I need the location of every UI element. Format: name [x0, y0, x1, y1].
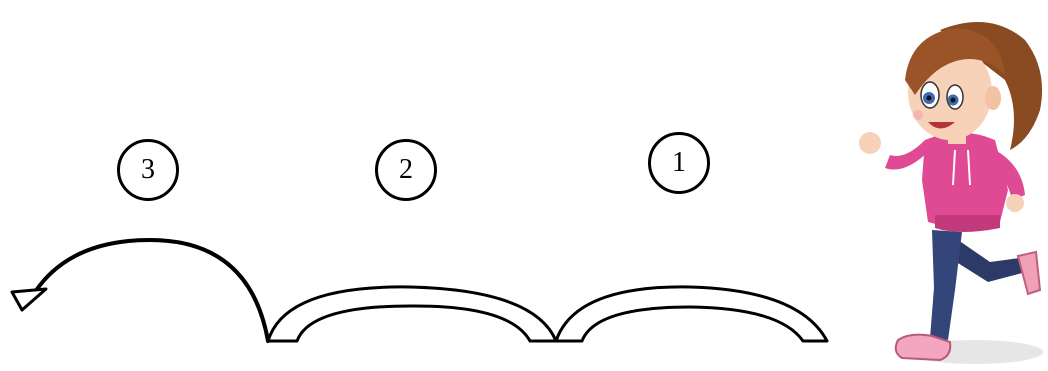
- step-number-label: 1: [672, 147, 686, 179]
- step-number-1: 1: [648, 132, 710, 194]
- arrow-head-icon: [12, 289, 46, 310]
- step-number-label: 2: [399, 154, 413, 186]
- step-number-label: 3: [141, 154, 155, 186]
- running-girl-illustration: [859, 22, 1043, 364]
- jump-arch-1: [556, 287, 827, 341]
- jump-arch-3: [12, 240, 268, 341]
- step-number-2: 2: [375, 139, 437, 201]
- jump-arch-2: [268, 287, 556, 341]
- step-number-3: 3: [117, 139, 179, 201]
